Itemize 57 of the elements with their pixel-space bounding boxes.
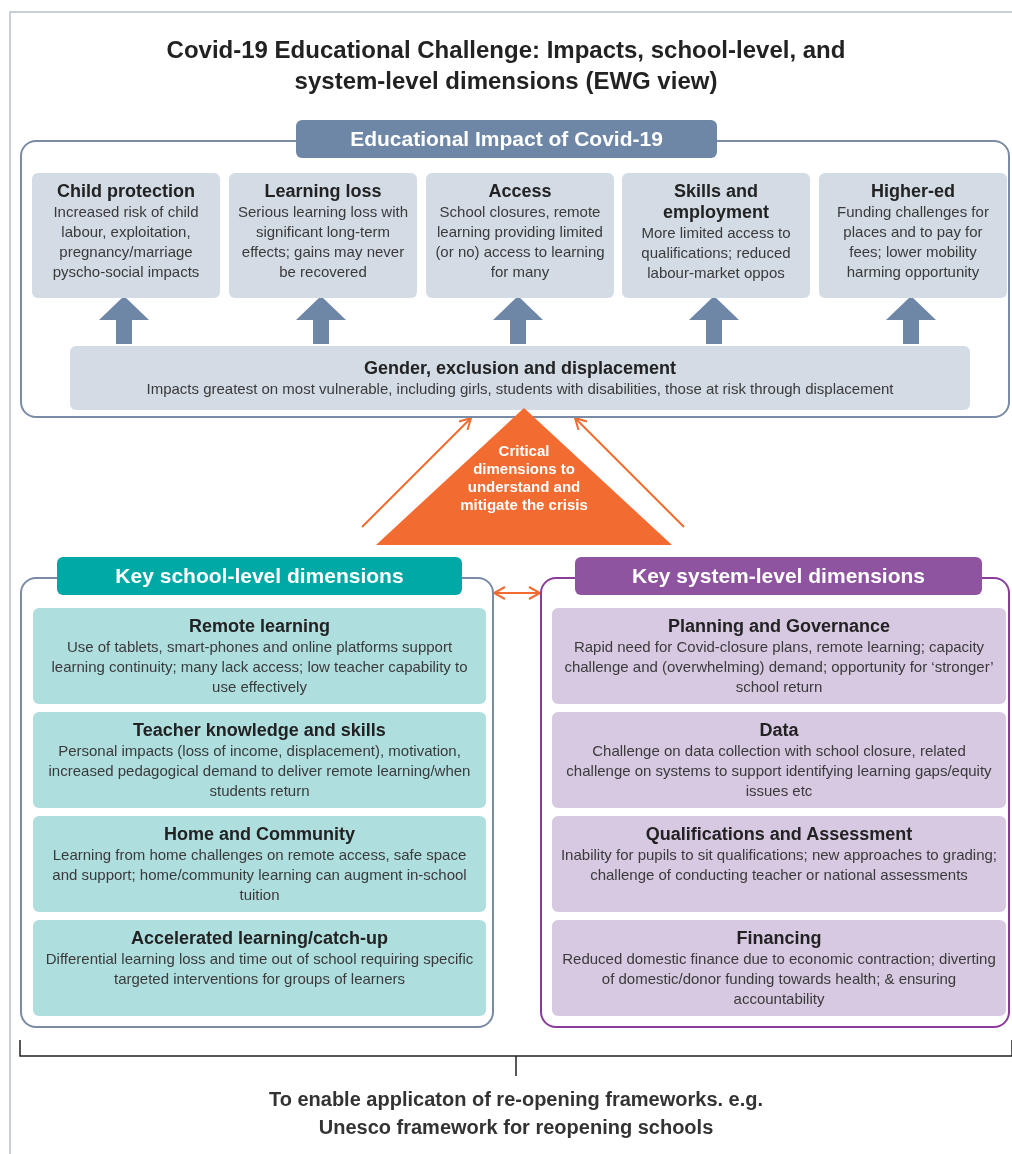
block-arrow <box>493 296 543 344</box>
diagram-title: Covid-19 Educational Challenge: Impacts, school-level, and system-level dimensions (EWG view) <box>166 36 846 94</box>
box-heading: Access <box>488 181 552 202</box>
box-description: Reduced domestic finance due to economic contraction; diverting of domestic/donor funding towards health; & ensuring accountability <box>561 949 997 1009</box>
box-description: Use of tablets, smart-phones and online platforms support learning continuity; many lack access; low teacher capability to use effectively <box>50 637 469 697</box>
info-box <box>32 173 220 298</box>
box-heading: Learning loss <box>264 181 382 202</box>
box-heading: Gender, exclusion and displacement <box>363 357 677 379</box>
box-heading: Qualifications and Assessment <box>645 824 913 845</box>
box-description: Funding challenges for places and to pay for fees; lower mobility harming opportunity <box>836 202 990 282</box>
box-heading: Data <box>759 720 799 741</box>
info-box <box>552 608 1006 704</box>
box-description: Personal impacts (loss of income, displacement), motivation, increased pedagogical demand to deliver remote learning/when students return <box>47 741 472 801</box>
block-arrow <box>886 296 936 344</box>
block-arrow <box>99 296 149 344</box>
info-box <box>552 816 1006 912</box>
info-box <box>33 920 486 1016</box>
info-box <box>819 173 1007 298</box>
box-heading: Home and Community <box>164 824 355 845</box>
info-box <box>552 920 1006 1016</box>
band-box <box>70 346 970 410</box>
box-description: Inability for pupils to sit qualifications; new approaches to grading; challenge of conducting teacher or national assessments <box>560 845 998 885</box>
box-description: Rapid need for Covid-closure plans, remote learning; capacity challenge and (overwhelming) demand; opportunity for ‘stronger’ school return <box>563 637 995 697</box>
info-box <box>426 173 614 298</box>
box-description: Increased risk of child labour, exploitation, pregnancy/marriage pyscho-social impacts <box>51 202 201 282</box>
box-heading: Planning and Governance <box>667 616 890 637</box>
info-box <box>33 712 486 808</box>
info-box <box>552 712 1006 808</box>
box-description: Learning from home challenges on remote access, safe space and support; home/community learning can augment in-school tuition <box>51 845 468 905</box>
info-box <box>229 173 417 298</box>
block-arrow <box>296 296 346 344</box>
info-box <box>33 608 486 704</box>
triangle-text: Critical dimensions to understand and mitigate the crisis <box>460 442 588 513</box>
box-description: Differential learning loss and time out of school requiring specific targeted interventions for groups of learners <box>44 949 475 989</box>
box-heading: Child protection <box>57 181 195 202</box>
arrow <box>361 417 472 528</box>
box-heading: Accelerated learning/catch-up <box>130 928 389 949</box>
info-box <box>622 173 810 298</box>
box-description: Impacts greatest on most vulnerable, including girls, students with disabilities, those at risk through displacement <box>146 378 894 399</box>
box-description: Challenge on data collection with school closure, related challenge on systems to support identifying learning gaps/equity issues etc <box>565 741 993 801</box>
box-heading: Remote learning <box>189 616 330 637</box>
info-box <box>33 816 486 912</box>
box-description: More limited access to qualifications; reduced labour-market oppos <box>640 223 792 283</box>
triangle-shape <box>376 408 672 545</box>
footer-note: To enable applicaton of re-opening frameworks. e.g. Unesco framework for reopening schools <box>268 1088 764 1138</box>
group-header: Key school-level dimensions <box>57 557 462 595</box>
box-heading: Skills and employment <box>662 181 770 223</box>
box-description: Serious learning loss with significant long-term effects; gains may never be recovered <box>237 202 409 282</box>
box-heading: Financing <box>736 928 822 949</box>
group-header: Educational Impact of Covid-19 <box>296 120 717 158</box>
arrow <box>493 586 541 600</box>
block-arrow <box>689 296 739 344</box>
arrow <box>574 417 685 528</box>
box-description: School closures, remote learning providing limited (or no) access to learning for many <box>434 202 606 282</box>
box-heading: Teacher knowledge and skills <box>133 720 386 741</box>
group-header: Key system-level dimensions <box>575 557 982 595</box>
box-heading: Higher-ed <box>871 181 955 202</box>
